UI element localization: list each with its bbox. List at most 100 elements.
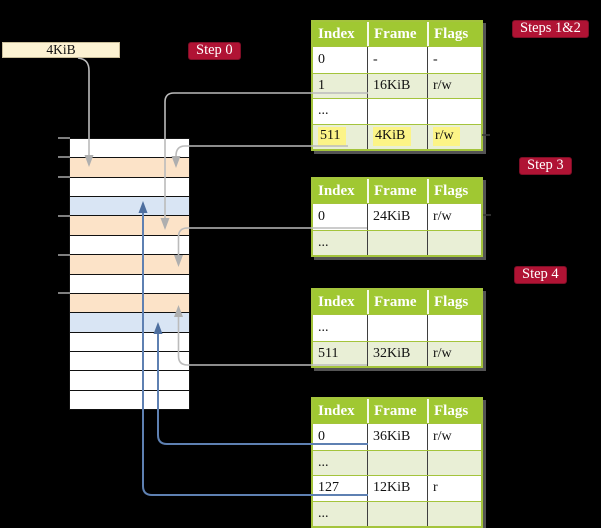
cell-frame: 32KiB (367, 341, 427, 366)
cell-index: 511 (313, 125, 367, 150)
memory-tick (58, 253, 70, 256)
cell-frame: - (367, 47, 427, 73)
table-row: 0 - - (313, 47, 481, 73)
badge-step-3: Step 3 (519, 157, 572, 175)
cell-flags (427, 501, 481, 526)
memory-frame-orange (70, 216, 189, 236)
cell-flags (427, 99, 481, 124)
badge-step-0-label: Step 0 (196, 42, 233, 58)
cell-flags (427, 450, 481, 475)
memory-frame-orange (70, 293, 189, 314)
cell-index: 511 (318, 345, 339, 361)
memory-tick (58, 156, 70, 159)
cell-index: ... (318, 454, 329, 470)
badge-step-4-label: Step 4 (522, 266, 559, 282)
badge-step-4: Step 4 (514, 266, 567, 284)
cell-index: ... (318, 505, 329, 521)
cell-index: 1 (318, 77, 325, 93)
badge-step-3-label: Step 3 (527, 157, 564, 173)
table-row: 511 32KiB r/w (313, 340, 481, 366)
cell-flags (427, 230, 481, 255)
badge-steps-1-2-label: Steps 1&2 (520, 20, 581, 36)
column-header-frame: Frame (367, 179, 427, 203)
memory-frame-white (70, 371, 189, 391)
cell-index: 0 (318, 208, 325, 224)
memory-frame-white (70, 177, 189, 198)
column-header-flags: Flags (427, 399, 481, 423)
cell-frame: 12KiB (367, 476, 427, 501)
cell-index: ... (318, 234, 329, 250)
column-header-frame: Frame (367, 290, 427, 314)
table-row: 1 16KiB r/w (313, 72, 481, 98)
column-header-index: Index (318, 26, 355, 42)
highlighted-value: 511 (318, 127, 347, 147)
memory-tick (58, 292, 70, 295)
cell-frame: 16KiB (367, 73, 427, 98)
memory-tick (58, 137, 70, 139)
memory-frame-white (70, 390, 189, 410)
table-row: 127 12KiB r (313, 475, 481, 501)
cell-flags: - (427, 47, 481, 73)
memory-frame-white (70, 235, 189, 256)
cell-index: 0 (318, 51, 325, 67)
table-header: Index Frame Flags (313, 290, 481, 315)
column-header-index: Index (318, 294, 355, 310)
cell-index: 127 (318, 480, 339, 496)
cell-flags: r/w (427, 204, 481, 230)
column-header-index: Index (318, 183, 355, 199)
memory-frame-orange (70, 158, 189, 178)
table-row: ... (313, 500, 481, 526)
memory-frame-white (70, 274, 189, 294)
table-row-highlighted: 511 4KiB r/w (313, 123, 481, 150)
cell-flags: r/w (427, 341, 481, 366)
cell-frame: 24KiB (367, 204, 427, 230)
memory-stack (69, 138, 190, 410)
cell-frame (367, 315, 427, 341)
table-row: ... (313, 449, 481, 475)
cell-index: 0 (318, 428, 325, 444)
page-table-steps-1-2: Index Frame Flags 0 - - 1 16KiB r/w ... … (311, 20, 483, 151)
cell-flags: r/w (427, 124, 481, 149)
table-row: 0 36KiB r/w (313, 424, 481, 450)
cell-frame: 36KiB (367, 424, 427, 450)
table-header: Index Frame Flags (313, 22, 481, 47)
memory-frame-white (70, 332, 189, 352)
memory-frame-orange (70, 255, 189, 275)
column-header-flags: Flags (427, 179, 481, 203)
cropped-connector-stubs (482, 134, 491, 216)
table-header: Index Frame Flags (313, 179, 481, 204)
cell-index: ... (318, 319, 329, 335)
memory-frame-blue (70, 313, 189, 333)
page-table-step-4-upper: Index Frame Flags ... 511 32KiB r/w (311, 288, 483, 368)
table-row: ... (313, 229, 481, 255)
cell-frame (367, 501, 427, 526)
table-row: ... (313, 315, 481, 341)
highlighted-value: r/w (433, 127, 460, 147)
memory-frame-blue (70, 197, 189, 217)
table-row: ... (313, 98, 481, 124)
cell-frame: 4KiB (367, 124, 427, 149)
badge-steps-1-2: Steps 1&2 (512, 20, 589, 38)
page-table-step-4-lower: Index Frame Flags 0 36KiB r/w ... 127 12… (311, 397, 483, 528)
page-size-box: 4KiB (2, 42, 120, 58)
table-row: 0 24KiB r/w (313, 204, 481, 230)
page-table-step-3: Index Frame Flags 0 24KiB r/w ... (311, 177, 483, 257)
highlighted-value: 4KiB (373, 127, 412, 147)
cell-flags: r (427, 476, 481, 501)
column-header-index: Index (318, 403, 355, 419)
table-header: Index Frame Flags (313, 399, 481, 424)
memory-tick (58, 214, 70, 217)
cell-flags: r/w (427, 424, 481, 450)
cell-frame (367, 230, 427, 255)
badge-step-0: Step 0 (188, 42, 241, 60)
column-header-flags: Flags (427, 290, 481, 314)
cell-flags: r/w (427, 73, 481, 98)
memory-frame-white (70, 139, 189, 159)
cell-frame (367, 450, 427, 475)
cell-index: ... (318, 103, 329, 119)
column-header-flags: Flags (427, 22, 481, 46)
memory-frame-white (70, 351, 189, 372)
column-header-frame: Frame (367, 22, 427, 46)
cell-frame (367, 99, 427, 124)
